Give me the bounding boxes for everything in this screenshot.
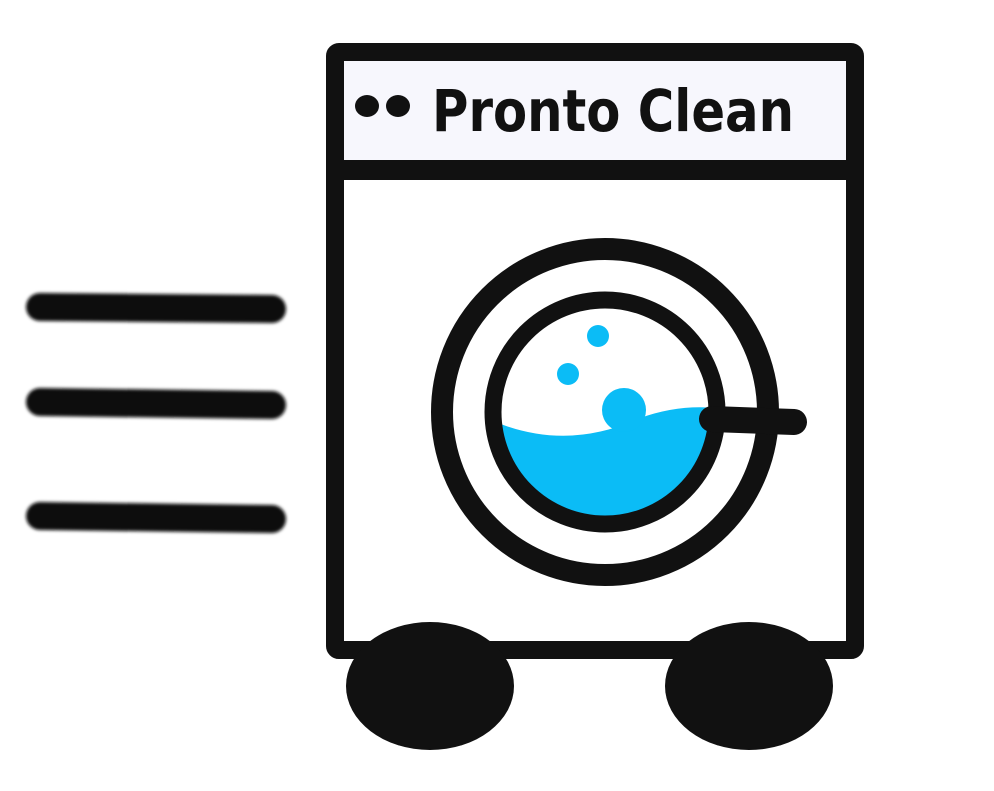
speed-line [26,293,286,323]
panel-divider [335,160,855,180]
speed-line [26,388,286,419]
bubble [587,325,609,347]
right-wheel [665,622,833,750]
indicator-dot-icon [355,95,379,117]
left-wheel [346,622,514,750]
speed-line [26,502,286,533]
speed-lines-icon [26,293,286,533]
bubbles-icon [557,325,609,385]
control-panel [344,61,846,168]
wheel-icon [346,622,833,750]
porthole-door-icon [431,238,807,586]
indicator-dot-icon [386,95,410,117]
bubble [557,363,579,385]
door-handle [699,406,807,435]
brand-name: Pronto Clean [432,77,794,145]
water-bump [602,388,646,432]
